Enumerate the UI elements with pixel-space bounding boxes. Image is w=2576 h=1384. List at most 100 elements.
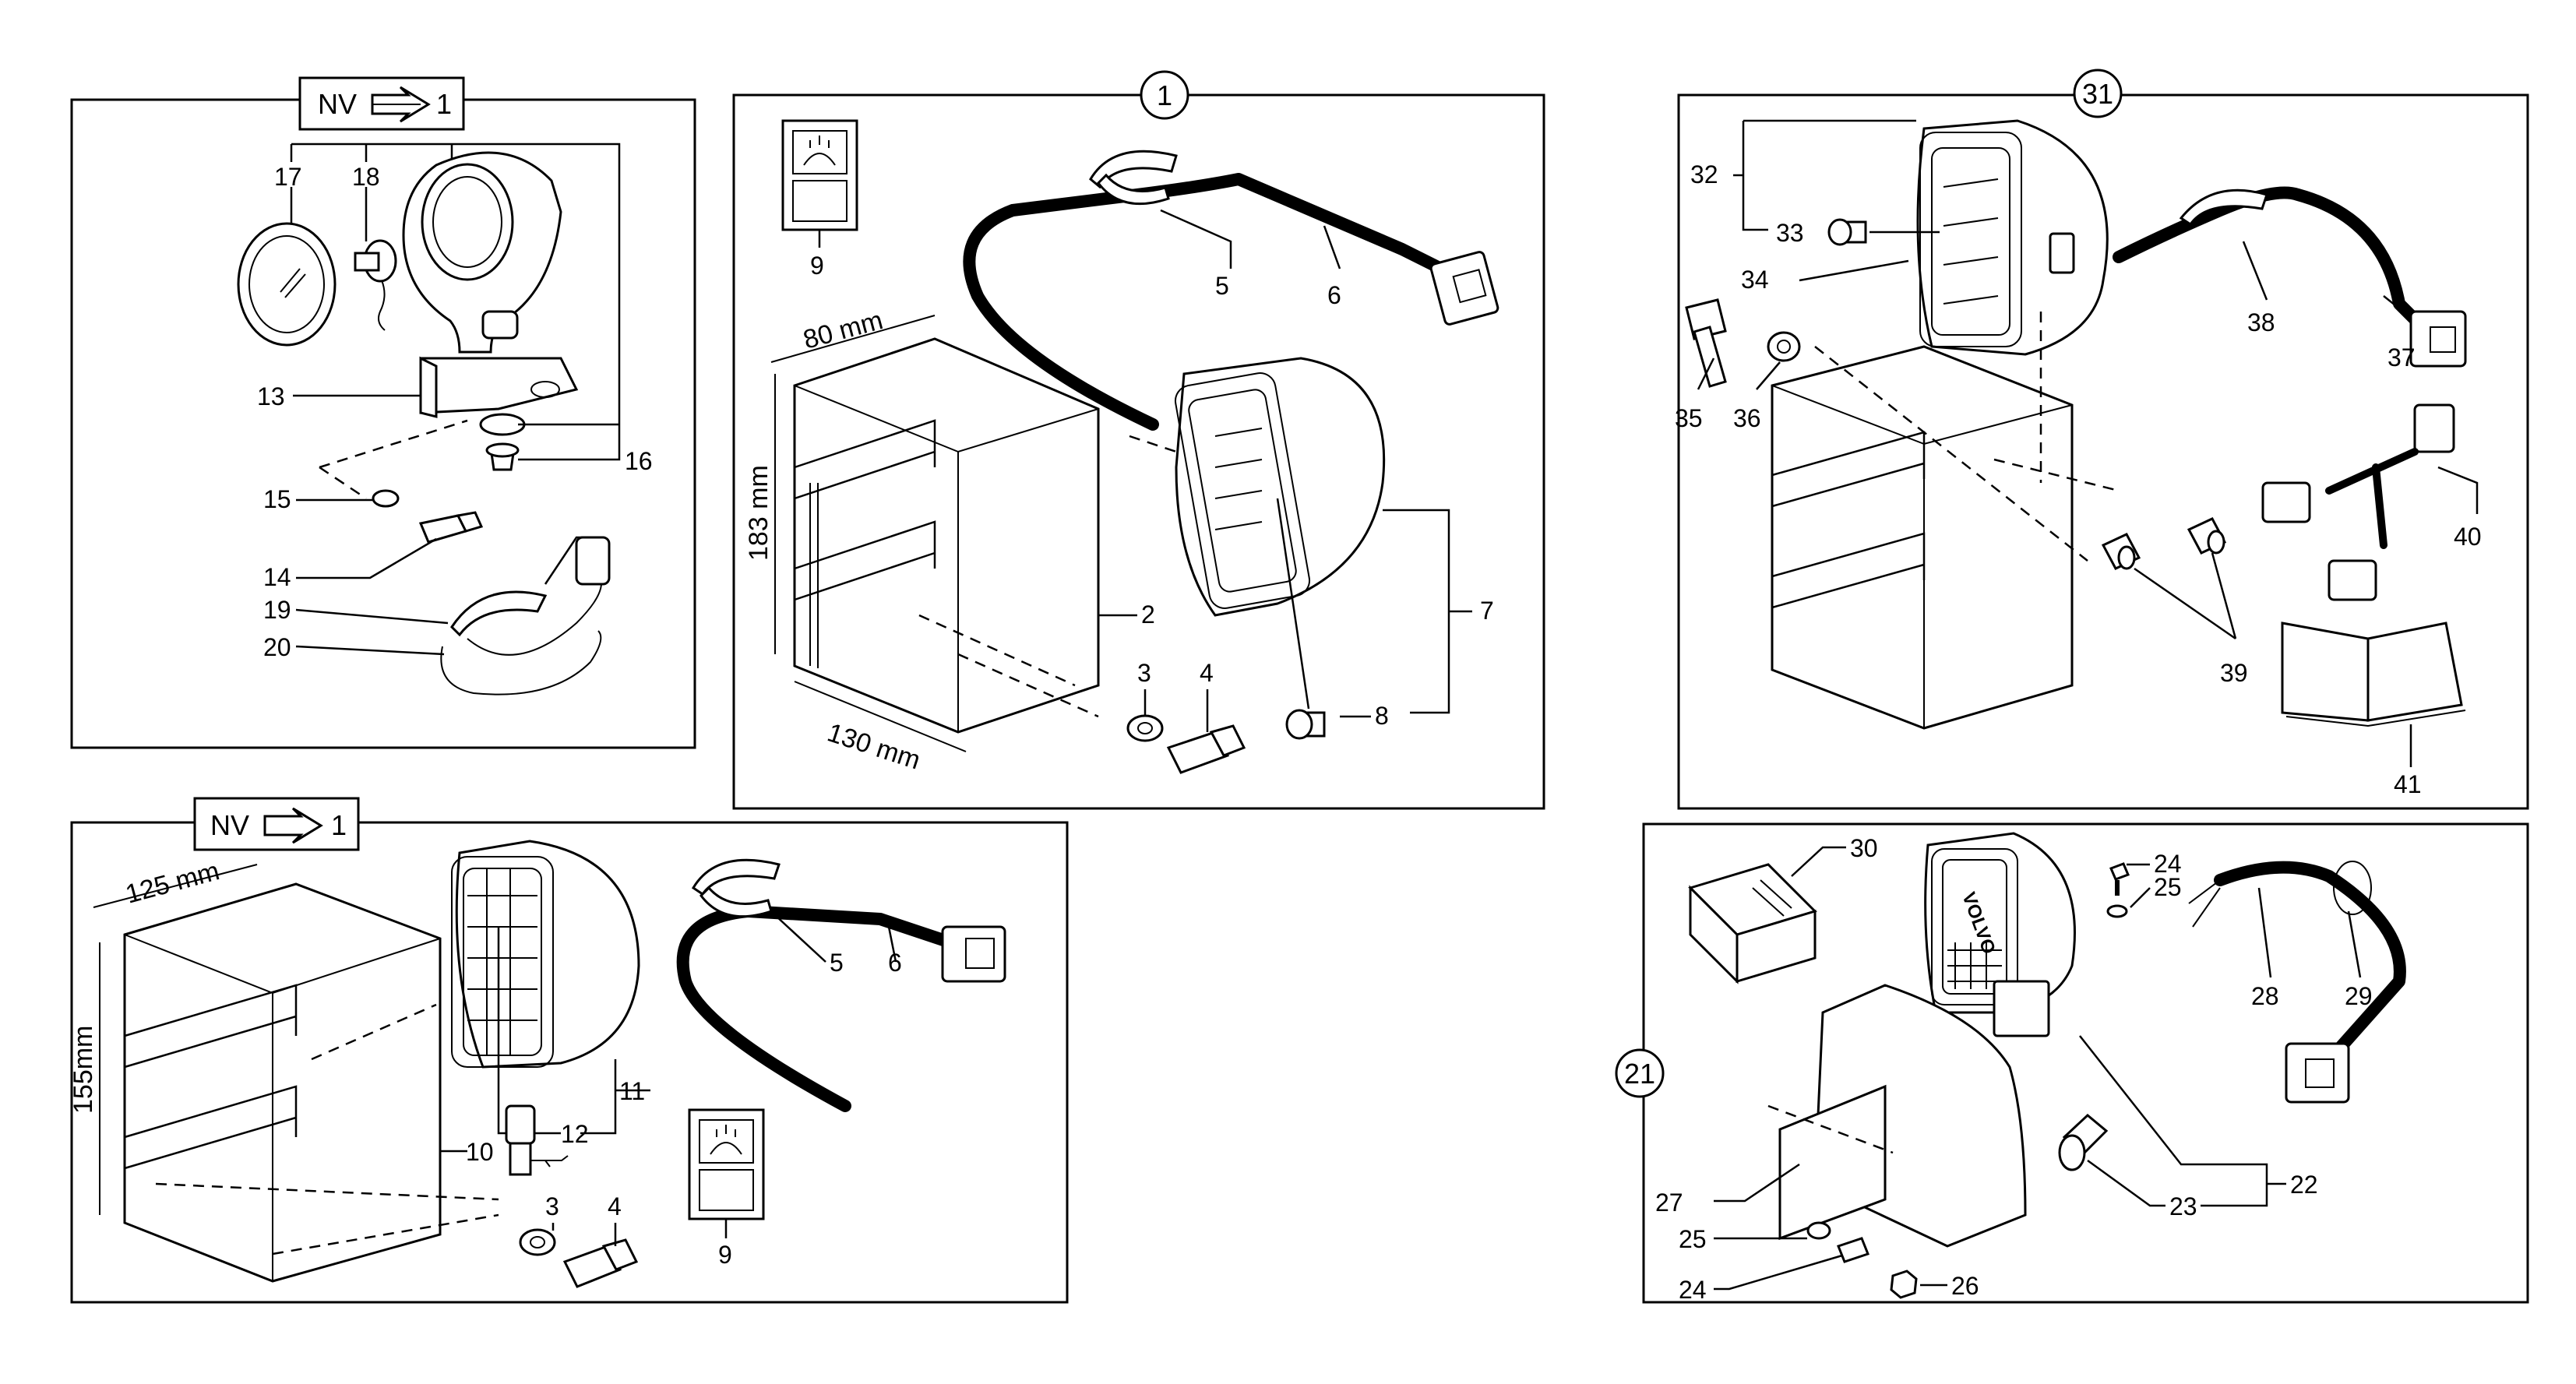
bolt-part: [562, 1245, 622, 1288]
callout-8: 8: [1375, 702, 1389, 730]
callout-6: 6: [888, 949, 902, 977]
work-lamp: [1916, 119, 2109, 356]
connector-plug: [2413, 403, 2455, 453]
callout-9: 9: [718, 1241, 732, 1269]
connector-plug: [2285, 1042, 2350, 1104]
panel-number-badge: [1140, 70, 1189, 120]
dimension-155: 155mm: [69, 1026, 98, 1114]
panel-number-badge: [2073, 69, 2123, 118]
callout-2: 2: [1141, 600, 1155, 629]
dimension-125: 125 mm: [122, 856, 222, 909]
callout-19: 19: [263, 596, 291, 624]
panel-frame: [70, 821, 1069, 1304]
callout-13: 13: [257, 382, 285, 410]
dimension-80: 80 mm: [800, 305, 886, 355]
connector-plug: [2409, 310, 2467, 368]
callout-22: 22: [2290, 1171, 2318, 1199]
callout-5: 5: [1215, 272, 1229, 300]
nut-part: [1890, 1270, 1918, 1299]
panel-21-volvo-lamp-kit: 21 30 VOLVO 27 24 25: [1615, 822, 2529, 1304]
protective-guard: [793, 337, 1100, 734]
callout-12: 12: [561, 1120, 589, 1148]
mounting-plate: [1778, 1084, 1887, 1241]
mounting-bracket: [419, 357, 579, 414]
callout-38: 38: [2247, 308, 2275, 336]
callout-5: 5: [830, 949, 844, 977]
protective-guard: [123, 882, 442, 1283]
callout-4: 4: [1200, 659, 1214, 687]
dimension-line-125: [93, 864, 258, 908]
bolt-part: [1837, 1237, 1869, 1263]
wiring-harness: [2214, 861, 2406, 1058]
halogen-bulb: [505, 1104, 536, 1145]
nv-tag-number: 1: [436, 88, 452, 120]
panel-frame: [732, 93, 1545, 810]
callout-7: 7: [1480, 597, 1494, 625]
dimension-line-130: [794, 681, 967, 752]
callout-16: 16: [625, 447, 653, 475]
cable-tie-part: [1089, 150, 1178, 189]
work-lamp: [455, 840, 640, 1069]
callout-34: 34: [1741, 266, 1769, 294]
callout-28: 28: [2251, 982, 2279, 1010]
nv-tag-number: 1: [331, 809, 347, 841]
wiring-harness: [2113, 186, 2429, 333]
callout-39: 39: [2220, 659, 2248, 687]
manual-book: [2281, 622, 2370, 722]
connector-plug: [941, 925, 1006, 983]
callout-25: 25: [1679, 1225, 1707, 1253]
panel-nv-lamp-kit: NV 1: [70, 76, 696, 749]
callout-29: 29: [2345, 982, 2373, 1010]
callout-17: 17: [274, 163, 302, 191]
callout-41: 41: [2394, 770, 2422, 798]
callout-9: 9: [810, 252, 824, 280]
cable-tie-part: [691, 858, 781, 896]
connector-plug: [2261, 481, 2311, 523]
connector-plug: [1429, 251, 1499, 326]
leader-16-bracket: [291, 143, 621, 461]
callout-26: 26: [1951, 1272, 1979, 1300]
callout-3: 3: [1137, 659, 1151, 687]
washer-part: [372, 489, 400, 508]
bolt-part: [1685, 298, 1727, 340]
lamp-mount: [1993, 980, 2050, 1037]
dimension-130: 130 mm: [824, 717, 925, 775]
cable-tie-part: [450, 590, 548, 637]
callout-35: 35: [1675, 404, 1703, 432]
callout-37: 37: [2387, 343, 2416, 372]
dimension-line-80: [770, 315, 936, 363]
washer-part: [1806, 1221, 1831, 1240]
washer-part: [1767, 331, 1801, 362]
panel-number-badge: [1615, 1048, 1665, 1098]
washer-part: [519, 1228, 556, 1256]
callout-32: 32: [1690, 160, 1718, 188]
callout-14: 14: [263, 563, 291, 591]
wiring-harness: [963, 173, 1455, 431]
washer-part: [1126, 714, 1164, 742]
bolt-part: [2109, 862, 2130, 881]
callout-24: 24: [1679, 1276, 1707, 1304]
washer-part: [2106, 904, 2128, 918]
panel-31-lamp-kit: 31 32 33 38 37 35 36: [1675, 69, 2529, 810]
callout-6: 6: [1327, 281, 1341, 309]
callout-25: 25: [2154, 873, 2182, 901]
nv-tag-top: NV 1: [298, 76, 465, 131]
callout-30: 30: [1850, 834, 1878, 862]
callout-15: 15: [263, 485, 291, 513]
wiring-harness: [676, 905, 980, 1112]
connector-part: [575, 536, 611, 586]
callout-36: 36: [1733, 404, 1761, 432]
callout-21: 21: [1624, 1058, 1655, 1090]
arrow-icon: [263, 807, 323, 844]
protective-guard: [1771, 345, 2074, 730]
bolt-part: [1166, 731, 1230, 774]
cable-tie-part: [2179, 188, 2268, 227]
callout-24: 24: [2154, 850, 2182, 878]
callout-10: 10: [466, 1138, 494, 1166]
nv-tag-label: NV: [318, 88, 357, 120]
callout-23: 23: [2169, 1192, 2197, 1220]
callout-20: 20: [263, 633, 291, 661]
callout-33: 33: [1776, 219, 1804, 247]
panel-nv-work-lamp: NV 1 125 mm 155mm 10 11 12: [69, 797, 1069, 1304]
